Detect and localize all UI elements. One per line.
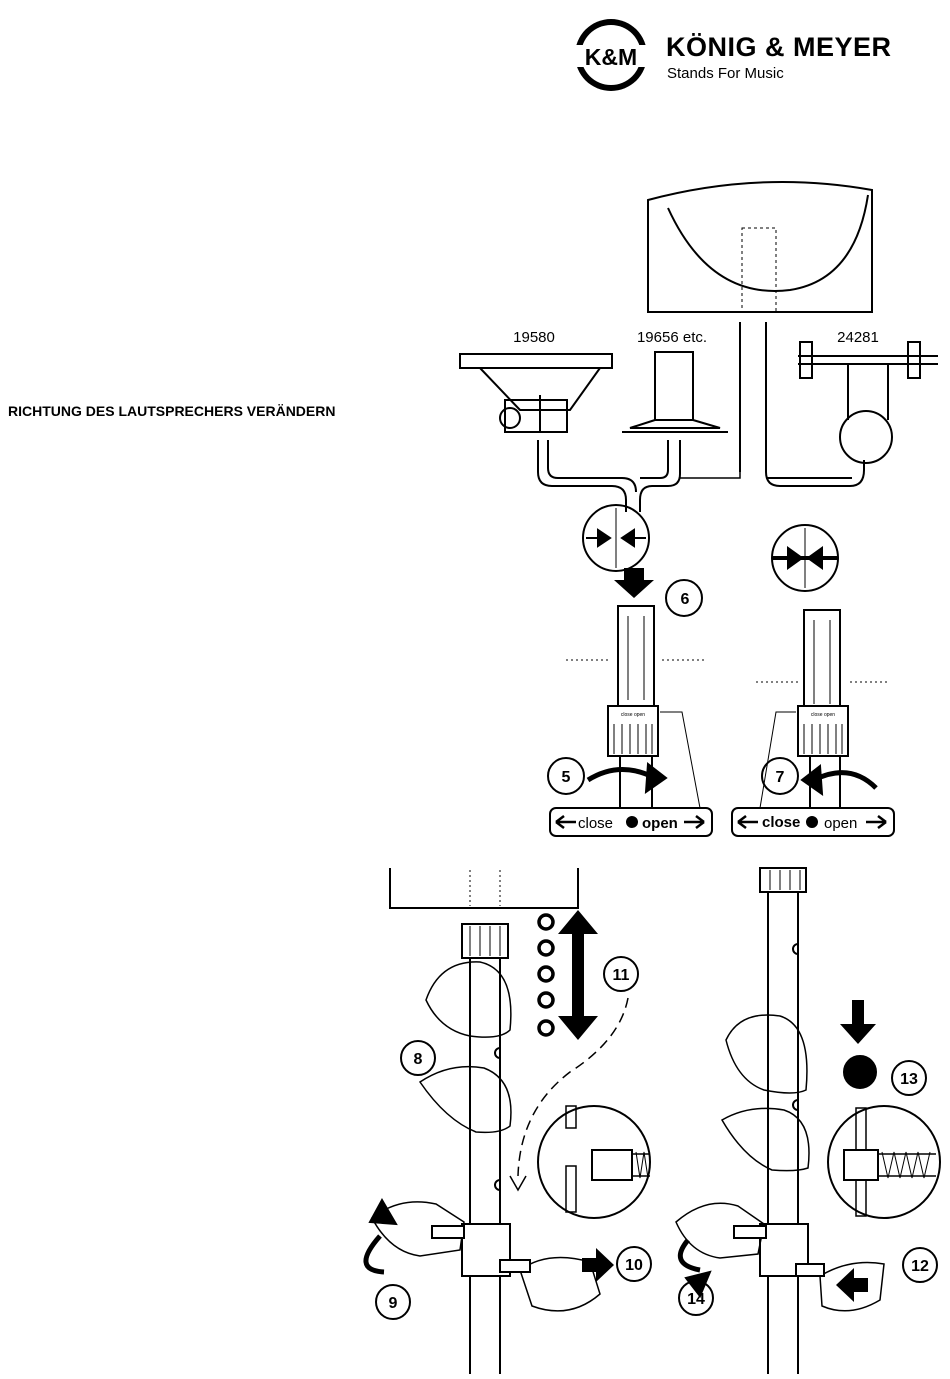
step-7: 7 (776, 769, 785, 786)
close-label-left: close (578, 815, 613, 832)
collar-label-right: close open (811, 712, 835, 718)
open-label-right: open (824, 815, 857, 832)
adapter-label-19656: 19656 etc. (637, 329, 707, 346)
step-8: 8 (414, 1051, 423, 1068)
step-5: 5 (562, 769, 571, 786)
collar-label-left: close open (621, 712, 645, 718)
step-12: 12 (911, 1258, 929, 1275)
close-label-right: close (762, 814, 800, 831)
step-6: 6 (681, 591, 690, 608)
step-10: 10 (625, 1257, 643, 1274)
open-label-left: open (642, 815, 678, 832)
step-13: 13 (900, 1071, 918, 1088)
adapter-label-19580: 19580 (513, 329, 555, 346)
step-11: 11 (613, 967, 630, 984)
step-14: 14 (687, 1291, 705, 1308)
step-9: 9 (389, 1295, 398, 1312)
adapter-label-24281: 24281 (837, 329, 879, 346)
